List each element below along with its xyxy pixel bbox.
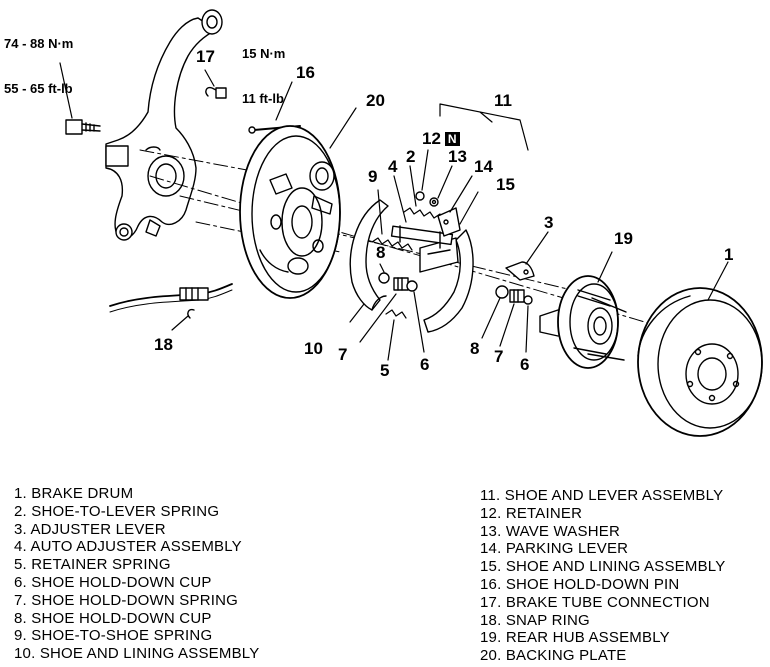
wave-washer-icon — [430, 166, 452, 206]
callout-11: 11 — [494, 91, 512, 110]
callout-16: 16 — [296, 63, 315, 82]
callout-15: 15 — [496, 175, 515, 194]
brake-line-icon — [110, 284, 232, 330]
legend-item: 13. WAVE WASHER — [480, 522, 620, 540]
shoe-to-shoe-spring-icon — [372, 190, 412, 250]
callout-17: 17 — [196, 47, 215, 66]
callout-6-left: 6 — [420, 355, 430, 374]
backing-plate-icon — [240, 108, 356, 298]
shoe-lining-assembly-right-icon — [420, 192, 478, 332]
callout-13: 13 — [448, 147, 467, 166]
legend-item: 8. SHOE HOLD-DOWN CUP — [14, 609, 212, 627]
hold-down-parts-right — [482, 286, 532, 352]
rear-hub-assembly-icon — [540, 252, 626, 368]
legend-item: 18. SNAP RING — [480, 611, 590, 629]
legend-item: 12. RETAINER — [480, 504, 583, 522]
callout-19: 19 — [614, 229, 633, 248]
legend-item: 10. SHOE AND LINING ASSEMBLY — [14, 645, 260, 663]
adjuster-lever-icon — [506, 232, 548, 280]
legend-item: 9. SHOE-TO-SHOE SPRING — [14, 627, 213, 645]
knuckle-bolt-torque: 74 - 88 N·m 55 - 65 ft-lb — [4, 6, 73, 111]
legend-item: 7. SHOE HOLD-DOWN SPRING — [14, 591, 238, 609]
shoe-lining-assembly-left-icon — [350, 200, 388, 322]
torque-imperial: 11 ft-lb — [242, 91, 284, 106]
legend-item: 17. BRAKE TUBE CONNECTION — [480, 593, 710, 611]
callout-7-left: 7 — [338, 345, 348, 364]
legend-item: 19. REAR HUB ASSEMBLY — [480, 629, 670, 647]
assembly-bracket — [440, 104, 528, 150]
callout-9: 9 — [368, 167, 378, 186]
legend-item: 20. BACKING PLATE — [480, 647, 627, 665]
brake-drum-icon — [638, 262, 762, 436]
torque-imperial: 55 - 65 ft-lb — [4, 81, 73, 96]
legend-item: 16. SHOE HOLD-DOWN PIN — [480, 575, 680, 593]
retainer-icon — [416, 150, 428, 200]
callout-8-left: 8 — [376, 243, 386, 262]
knuckle-bolt-icon — [60, 63, 100, 134]
legend-item: 15. SHOE AND LINING ASSEMBLY — [480, 558, 726, 576]
callout-6-right: 6 — [520, 355, 530, 374]
legend-item: 11. SHOE AND LEVER ASSEMBLY — [480, 487, 724, 504]
new-part-badge: N — [444, 132, 460, 146]
callout-5: 5 — [380, 361, 390, 380]
legend-item: 3. ADJUSTER LEVER — [14, 520, 166, 538]
brake-tube-connection-icon — [205, 70, 226, 98]
callout-20: 20 — [366, 91, 385, 110]
callout-1: 1 — [724, 245, 734, 264]
torque-metric: 15 N·m — [242, 46, 286, 61]
callout-8-right: 8 — [470, 339, 480, 358]
legend-item: 6. SHOE HOLD-DOWN CUP — [14, 573, 212, 591]
exploded-brake-diagram — [0, 0, 770, 470]
legend-item: 5. RETAINER SPRING — [14, 556, 171, 574]
legend-item: 1. BRAKE DRUM — [14, 485, 134, 502]
callout-18: 18 — [154, 335, 173, 354]
torque-metric: 74 - 88 N·m — [4, 36, 74, 51]
parking-lever-icon — [438, 176, 472, 236]
callout-4: 4 — [388, 157, 398, 176]
auto-adjuster-assembly-icon — [392, 176, 453, 248]
callout-3: 3 — [544, 213, 554, 232]
hold-down-parts-left — [360, 264, 424, 360]
knuckle-icon — [106, 10, 222, 240]
callout-2: 2 — [406, 147, 416, 166]
legend-item: 14. PARKING LEVER — [480, 540, 629, 558]
callout-7-right: 7 — [494, 347, 504, 366]
callout-10: 10 — [304, 339, 323, 358]
legend-item: 2. SHOE-TO-LEVER SPRING — [14, 502, 220, 520]
brake-tube-torque: 15 N·m 11 ft-lb — [242, 16, 285, 121]
shoe-to-lever-spring-icon — [404, 166, 440, 218]
callout-14: 14 — [474, 157, 493, 176]
legend-item: 4. AUTO ADJUSTER ASSEMBLY — [14, 538, 242, 556]
callout-12-number: 12 — [422, 129, 441, 148]
